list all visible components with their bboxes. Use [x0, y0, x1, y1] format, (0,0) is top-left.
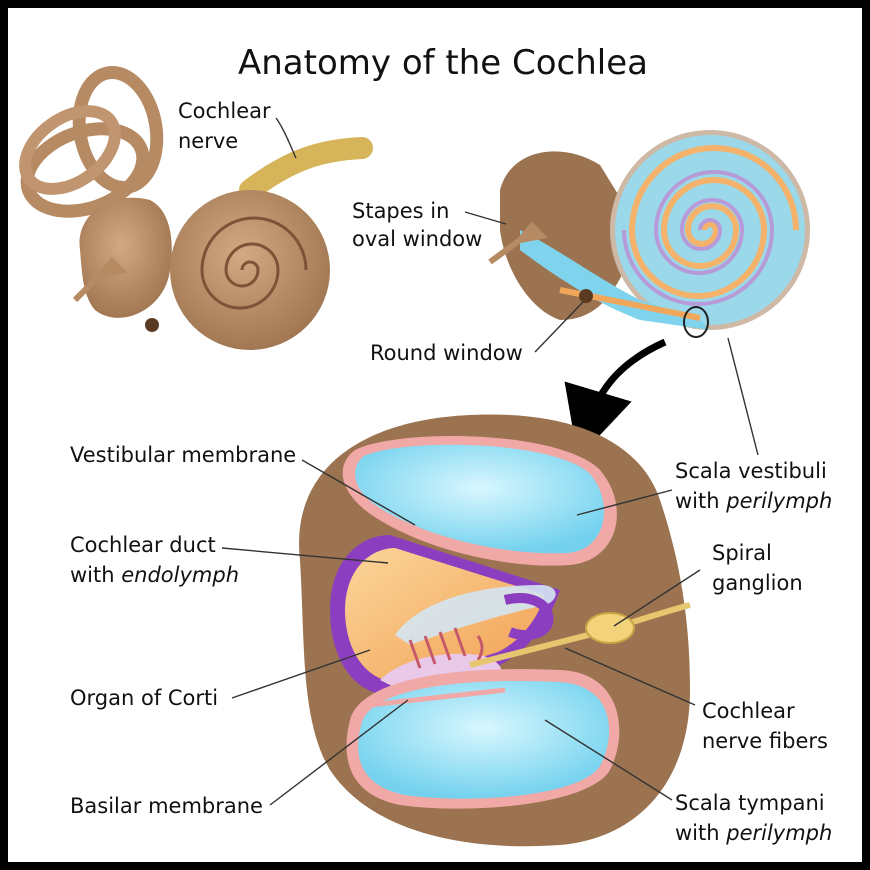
cochlea-cross-section — [299, 414, 691, 847]
label-spiral-ganglion-line1: Spiral — [712, 541, 772, 565]
cochlear-nerve-shape — [239, 137, 373, 201]
cutaway-cochlea-illustration — [488, 130, 810, 338]
external-cochlea-illustration — [19, 66, 373, 350]
label-stapes-line1: Stapes in — [352, 199, 449, 223]
basilar-membrane-shape — [369, 687, 506, 708]
cochlea-spiral — [200, 216, 308, 310]
leader-lines — [221, 117, 759, 806]
scala-tympani-shape — [358, 680, 610, 799]
label-vestibular-membrane: Vestibular membrane — [70, 443, 296, 467]
label-cochlear-nerve-line1: Cochlear — [178, 99, 271, 123]
label-basilar-membrane: Basilar membrane — [70, 794, 263, 818]
vestibule-shape — [79, 197, 172, 318]
cutaway-spiral-membrane — [622, 170, 775, 306]
cochlea-shell — [170, 190, 330, 350]
vestibule-cutaway — [500, 151, 640, 320]
curved-arrow-icon — [564, 338, 667, 459]
label-round-window: Round window — [370, 341, 523, 365]
cutaway-spiral-duct — [628, 145, 799, 299]
label-cochlear-duct-line2: with endolymph — [70, 563, 239, 587]
semicircular-canal — [72, 66, 164, 194]
label-cochlear-duct-line1: Cochlear duct — [70, 533, 216, 557]
semicircular-canal — [20, 122, 150, 218]
label-cochlear-nerve-line2: nerve — [178, 129, 238, 153]
label-stapes-line2: oval window — [352, 227, 482, 251]
label-spiral-ganglion-line2: ganglion — [712, 571, 803, 595]
stapes-shape — [72, 256, 129, 303]
round-window-cutaway — [579, 289, 593, 303]
labels: Cochlear nerve Stapes in oval window Rou… — [70, 99, 832, 845]
hair-cells — [408, 627, 484, 669]
semicircular-canal — [19, 105, 121, 195]
label-scala-vestibuli-line1: Scala vestibuli — [675, 459, 827, 483]
stapes-cutaway — [488, 221, 549, 265]
label-organ-of-corti: Organ of Corti — [70, 686, 218, 710]
cross-section-marker — [683, 306, 709, 338]
round-window-spot — [145, 318, 159, 332]
label-scala-tympani-line2: with perilymph — [675, 821, 832, 845]
label-scala-tympani-line1: Scala tympani — [675, 791, 825, 815]
label-scala-vestibuli-line2: with perilymph — [675, 489, 832, 513]
label-cochlear-nerve-fibers-line2: nerve fibers — [702, 729, 828, 753]
figure-title: Anatomy of the Cochlea — [238, 43, 648, 83]
label-cochlear-nerve-fibers-line1: Cochlear — [702, 699, 795, 723]
scala-vestibuli-shape — [355, 444, 605, 554]
